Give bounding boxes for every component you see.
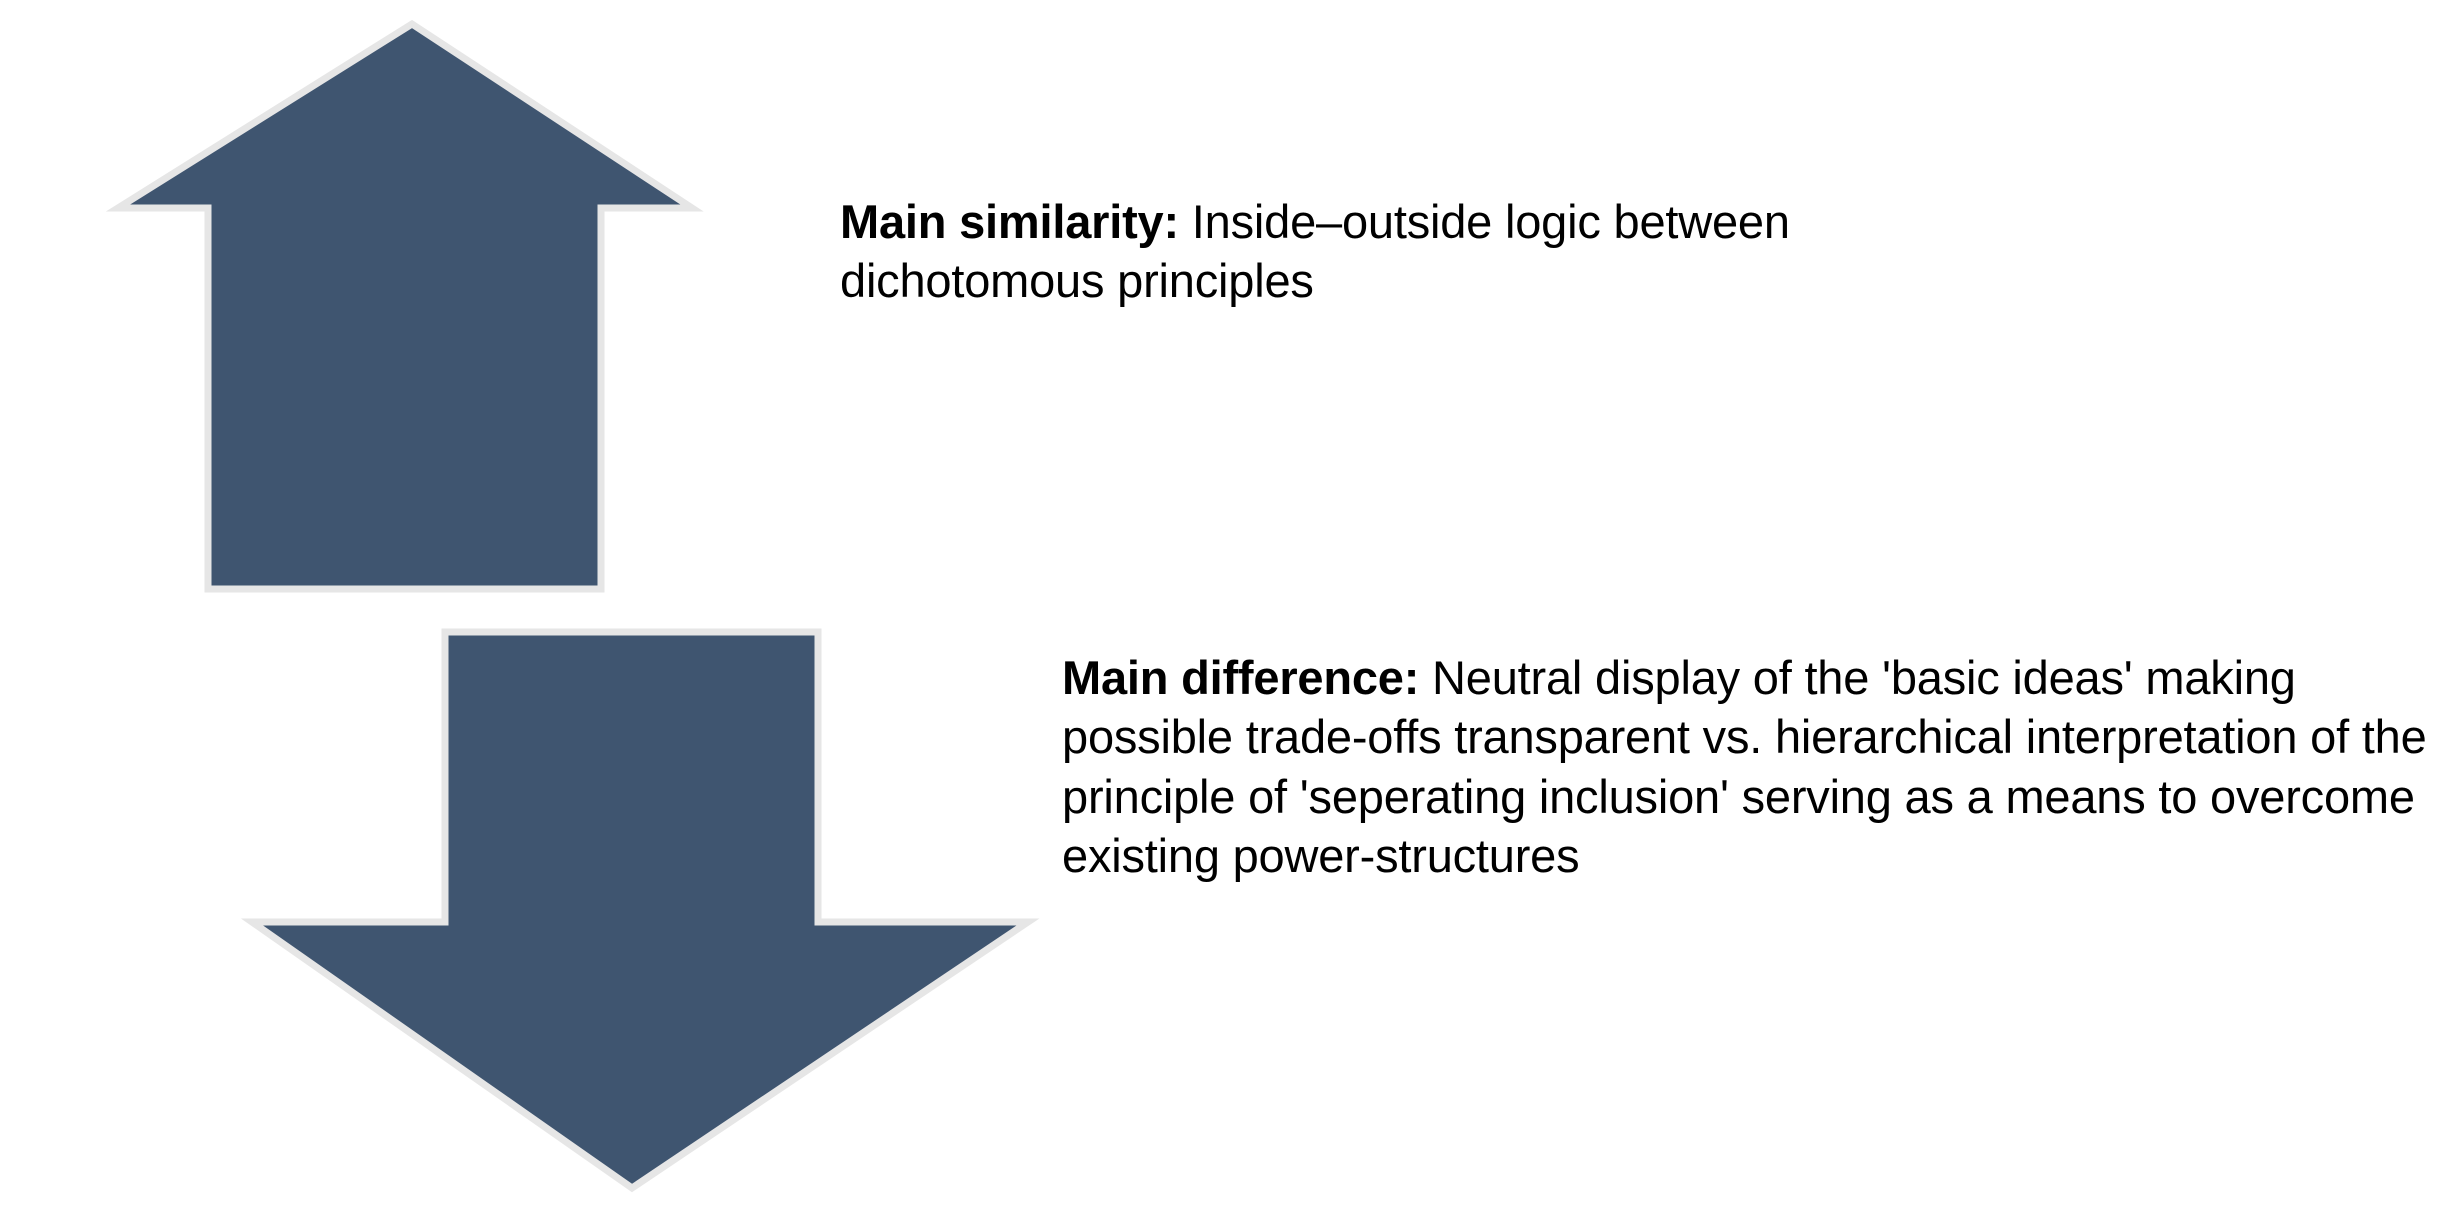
arrow-down-icon bbox=[200, 610, 1100, 1210]
callout-difference-lead: Main difference: bbox=[1062, 651, 1420, 704]
arrow-up-icon bbox=[0, 0, 840, 620]
arrow-down-polygon bbox=[240, 628, 1040, 1193]
arrow-down-shape bbox=[240, 628, 1040, 1193]
arrow-up-polygon bbox=[105, 19, 704, 593]
callout-difference: Main difference: Neutral display of the … bbox=[1062, 648, 2445, 886]
callout-difference-body: Neutral display of the 'basic ideas' mak… bbox=[1062, 651, 2440, 883]
arrow-up-shape bbox=[105, 19, 704, 593]
callout-similarity-body: Inside–outside logic between dichotomous… bbox=[840, 195, 1803, 308]
callout-similarity: Main similarity: Inside–outside logic be… bbox=[840, 192, 2000, 311]
callout-similarity-lead: Main similarity: bbox=[840, 195, 1179, 248]
